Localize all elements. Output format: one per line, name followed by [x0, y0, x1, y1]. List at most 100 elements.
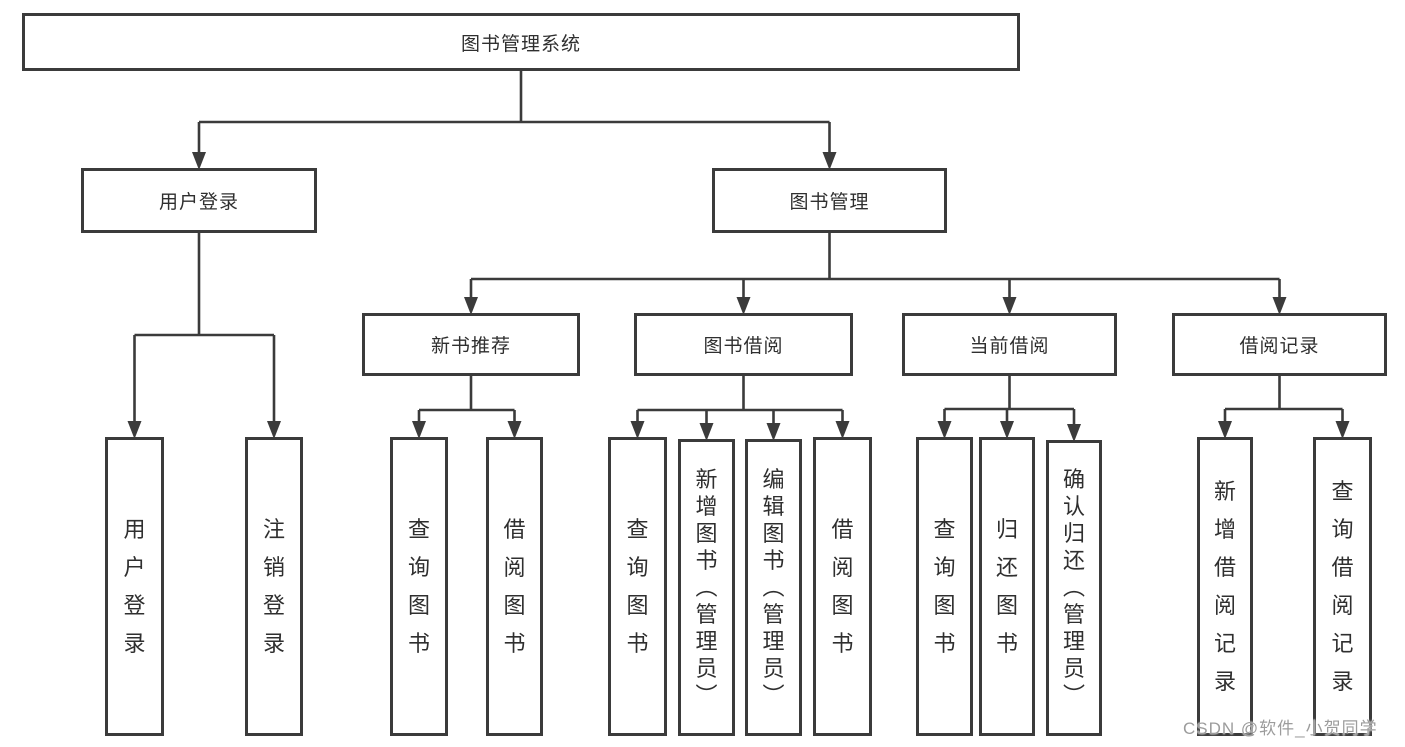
node-label-char: 书	[762, 547, 785, 573]
node-label-char: ︵	[695, 574, 718, 600]
connector-new-book-rec	[412, 375, 522, 439]
arrowhead-icon	[1002, 297, 1017, 315]
node-label-char: ︵	[762, 574, 785, 600]
node-leaf-query-book-1: 查询图书	[390, 437, 448, 736]
node-label-char: 归	[1062, 521, 1085, 546]
node-leaf-add-book: 新增图书︵管理员︶	[678, 439, 735, 736]
node-leaf-borrow-book-2: 借阅图书	[813, 437, 872, 736]
node-label-char: 图	[762, 520, 785, 546]
node-label-char: 书	[995, 630, 1018, 656]
node-label-char: 查	[626, 516, 649, 542]
node-label-char: 借	[503, 516, 526, 542]
node-label-char: 员	[762, 655, 785, 681]
arrowhead-icon	[464, 297, 478, 315]
node-label-char: 理	[762, 628, 785, 654]
node-label-char: 阅	[503, 554, 526, 580]
node-label-char: 借	[1213, 554, 1236, 580]
node-label-char: 员	[1062, 656, 1085, 681]
node-book-borrow: 图书借阅	[634, 313, 853, 376]
node-label-char: 询	[933, 554, 956, 580]
node-label-char: 用	[123, 516, 146, 542]
node-label-char: 销	[262, 554, 285, 580]
node-leaf-logout: 注销登录	[245, 437, 303, 736]
node-label-char: 查	[407, 516, 430, 542]
arrowhead-icon	[1000, 421, 1014, 439]
node-leaf-query-record: 查询借阅记录	[1313, 437, 1372, 736]
node-label-char: 记	[1213, 630, 1236, 656]
node-label-char: 借	[1331, 554, 1354, 580]
node-label-char: 书	[626, 630, 649, 656]
node-label-char: ︶	[1062, 683, 1085, 708]
node-label-char: 书	[503, 630, 526, 656]
node-leaf-edit-book: 编辑图书︵管理员︶	[745, 439, 802, 736]
node-label: 图书管理系统	[460, 33, 581, 55]
arrowhead-icon	[127, 421, 142, 439]
node-label-char: 登	[123, 592, 146, 618]
node-borrow-record: 借阅记录	[1172, 313, 1387, 376]
node-label: 图书管理	[789, 192, 870, 213]
node-label-char: 书	[831, 630, 854, 656]
node-label: 借阅记录	[1239, 336, 1320, 357]
arrowhead-icon	[736, 297, 751, 315]
node-label-char: ︶	[762, 682, 785, 708]
node-label-char: ︶	[695, 682, 718, 708]
node-current-borrow: 当前借阅	[902, 313, 1117, 376]
node-leaf-query-book-2: 查询图书	[608, 437, 667, 736]
node-label-char: 还	[1062, 548, 1085, 573]
node-label-char: 记	[1331, 630, 1354, 656]
node-label: 新书推荐	[430, 336, 511, 357]
arrowhead-icon	[822, 152, 837, 170]
node-label-char: ︵	[1062, 575, 1085, 600]
node-leaf-add-record: 新增借阅记录	[1197, 437, 1253, 736]
node-label-char: 图	[995, 592, 1018, 618]
arrowhead-icon	[192, 152, 206, 170]
arrowhead-icon	[1335, 421, 1350, 439]
node-leaf-query-book-3: 查询图书	[916, 437, 973, 736]
arrowhead-icon	[267, 421, 281, 439]
node-root: 图书管理系统	[22, 13, 1020, 71]
node-label-char: 书	[407, 630, 430, 656]
node-label-char: 管	[1062, 602, 1085, 627]
node-label-char: 新	[695, 466, 718, 492]
node-label-char: 借	[831, 516, 854, 542]
node-label-char: 图	[626, 592, 649, 618]
connector-borrow-record	[1218, 375, 1350, 439]
node-label-char: 增	[1213, 516, 1236, 542]
node-label-char: 员	[695, 655, 718, 681]
node-label: 图书借阅	[703, 336, 784, 357]
node-label-char: 增	[695, 493, 718, 519]
node-label-char: 查	[933, 516, 956, 542]
node-new-book-rec: 新书推荐	[362, 313, 580, 376]
node-label-char: 录	[123, 630, 146, 656]
arrowhead-icon	[1218, 421, 1232, 439]
arrowhead-icon	[630, 421, 645, 439]
node-label-char: 书	[695, 547, 718, 573]
node-label-char: 编	[762, 466, 785, 492]
node-label: 当前借阅	[969, 336, 1050, 357]
node-label-char: 询	[407, 554, 430, 580]
node-label-char: 录	[262, 630, 285, 656]
node-leaf-user-login: 用户登录	[105, 437, 164, 736]
node-label-char: 询	[1331, 516, 1354, 542]
node-label-char: 管	[762, 601, 785, 627]
node-label-char: 书	[933, 630, 956, 656]
node-label-char: 阅	[831, 554, 854, 580]
node-label-char: 阅	[1331, 592, 1354, 618]
node-user-login: 用户登录	[81, 168, 317, 233]
node-label-char: 查	[1331, 478, 1354, 504]
arrowhead-icon	[1067, 424, 1081, 442]
arrowhead-icon	[1272, 297, 1287, 315]
node-label-char: 还	[995, 554, 1018, 580]
node-label-char: 理	[695, 628, 718, 654]
node-label-char: 归	[995, 516, 1018, 542]
watermark: CSDN @软件_小贺同学	[1183, 719, 1378, 738]
connector-current-borrow	[937, 375, 1081, 442]
connector-root	[192, 70, 837, 170]
node-label-char: 图	[503, 592, 526, 618]
node-label-char: 确	[1062, 467, 1085, 492]
arrowhead-icon	[699, 423, 714, 441]
node-label-char: 录	[1213, 668, 1236, 694]
arrowhead-icon	[412, 421, 426, 439]
